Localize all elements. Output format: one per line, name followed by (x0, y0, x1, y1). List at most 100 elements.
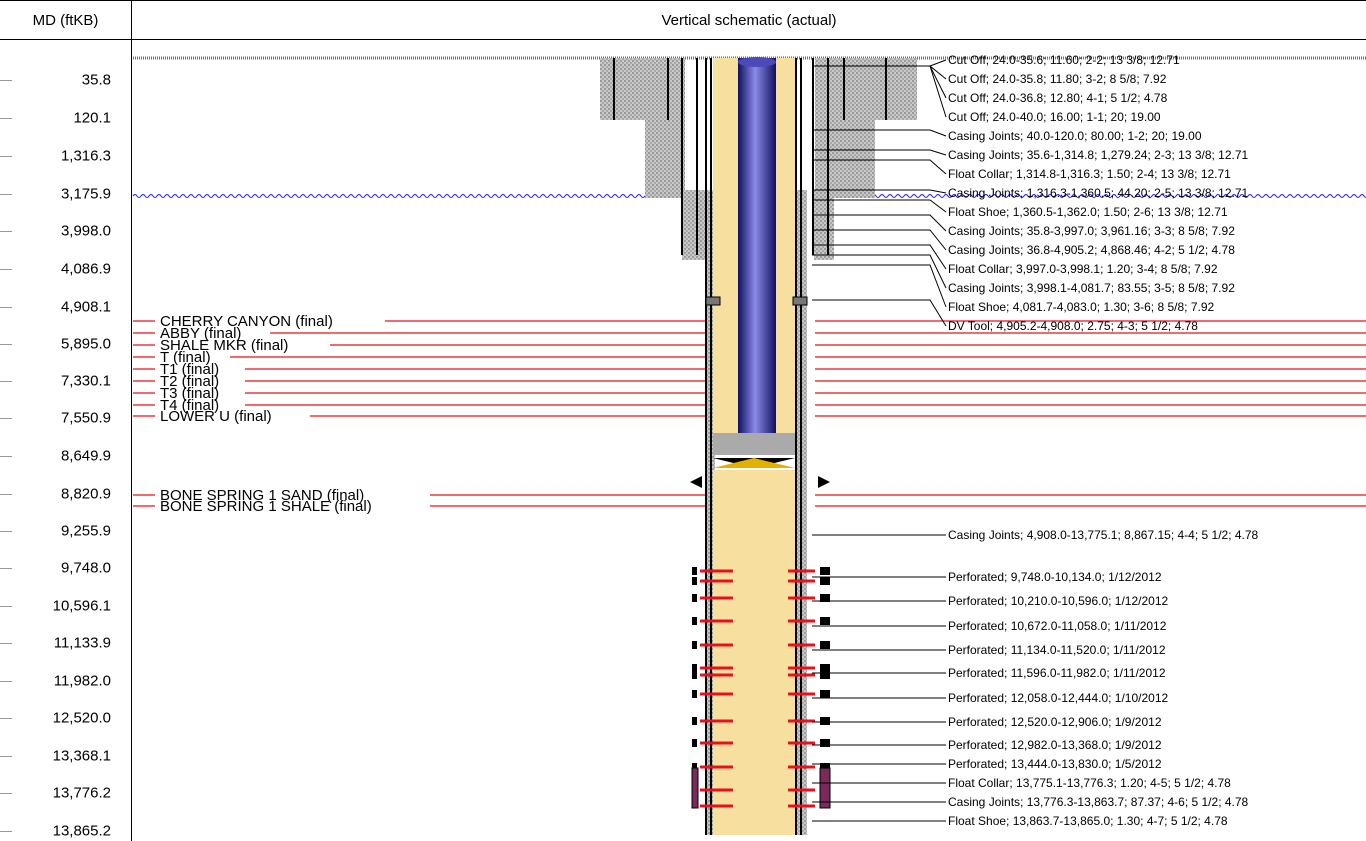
schematic-title: Vertical schematic (actual) (132, 0, 1366, 40)
annotation-leader (812, 129, 947, 137)
formation-label: T3 (final) (160, 385, 219, 402)
float-collar-left (691, 767, 699, 809)
annotation-label: Perforated; 11,134.0-11,520.0; 1/11/2012 (948, 643, 1166, 657)
annotation-leader (812, 149, 947, 156)
depth-label: 9,748.0 (60, 559, 111, 577)
depth-tick (0, 118, 12, 119)
water-level-line (831, 194, 1366, 198)
annotation-label: Perforated; 12,982.0-13,368.0; 1/9/2012 (948, 738, 1162, 752)
annotation-label: Perforated; 10,672.0-11,058.0; 1/11/2012 (948, 619, 1167, 633)
perf-shot-right (820, 577, 830, 585)
formation-label: SHALE MKR (final) (160, 337, 288, 354)
depth-tick (0, 80, 12, 81)
annotation-leader (812, 264, 947, 308)
depth-tick (0, 231, 12, 232)
annotation-label: Float Shoe; 13,863.7-13,865.0; 1.30; 4-7… (948, 814, 1228, 828)
perf-shot-left (692, 763, 697, 771)
annotation-leader (812, 299, 947, 327)
md-column-header: MD (ftKB) (0, 0, 132, 40)
depth-tick (0, 418, 12, 419)
depth-tick (0, 718, 12, 719)
perf-shot-right (820, 671, 830, 679)
production-tubing (738, 58, 776, 433)
perf-shot-right (820, 664, 830, 672)
annotation-leader (812, 189, 947, 194)
annotation-label: Casing Joints; 3,998.1-4,081.7; 83.55; 3… (948, 281, 1235, 295)
annotation-leader (812, 65, 947, 118)
perf-shot-right (820, 763, 830, 771)
formation-label: T (final) (160, 349, 211, 366)
depth-tick (0, 606, 12, 607)
depth-label: 10,596.1 (52, 597, 111, 615)
depth-tick (0, 307, 12, 308)
formation-label: BONE SPRING 1 SHALE (final) (160, 498, 372, 515)
depth-label: 1,316.3 (60, 147, 111, 165)
annotation-label: DV Tool; 4,905.2-4,908.0; 2.75; 4-3; 5 1… (948, 319, 1198, 333)
perf-shot-right (820, 594, 830, 602)
annotation-label: Float Shoe; 4,081.7-4,083.0; 1.30; 3-6; … (948, 300, 1215, 314)
depth-label: 12,520.0 (52, 709, 111, 727)
perf-shot-right (820, 739, 830, 747)
depth-label: 8,649.9 (60, 447, 111, 465)
annotation-leader (812, 199, 947, 213)
depth-label: 4,086.9 (60, 260, 111, 278)
annotation-label: Perforated; 9,748.0-10,134.0; 1/12/2012 (948, 570, 1162, 584)
formation-label: CHERRY CANYON (final) (160, 313, 333, 330)
perf-shot-left (692, 617, 697, 625)
perf-shot-left (692, 739, 697, 747)
depth-label: 35.8 (81, 71, 111, 89)
depth-tick (0, 756, 12, 757)
formation-label: T4 (final) (160, 397, 219, 414)
perf-shot-right (820, 567, 830, 575)
tubing-top (738, 57, 776, 67)
annotation-label: Cut Off; 24.0-40.0; 16.00; 1-1; 20; 19.0… (948, 110, 1161, 124)
annotation-label: Casing Joints; 13,776.3-13,863.7; 87.37;… (948, 795, 1249, 809)
depth-label: 13,776.2 (52, 784, 111, 802)
formation-label: T1 (final) (160, 361, 219, 378)
annotation-label: Perforated; 11,596.0-11,982.0; 1/11/2012 (948, 666, 1166, 680)
packer-element (713, 458, 795, 468)
perf-shot-left (692, 594, 697, 602)
depth-tick (0, 831, 12, 832)
formation-label: ABBY (final) (160, 325, 241, 342)
perf-shot-left (692, 641, 697, 649)
annotation-label: Perforated; 12,520.0-12,906.0; 1/9/2012 (948, 715, 1162, 729)
packer-arrow-left (690, 476, 702, 488)
annotation-label: Casing Joints; 40.0-120.0; 80.00; 1-2; 2… (948, 129, 1202, 143)
depth-tick (0, 456, 12, 457)
depth-label: 9,255.9 (60, 522, 111, 540)
perf-shot-right (820, 641, 830, 649)
depth-label: 5,895.0 (60, 335, 111, 353)
perf-shot-left (692, 717, 697, 725)
annotation-leader (812, 159, 947, 175)
depth-label: 11,133.9 (53, 634, 111, 652)
perf-shot-left (692, 671, 697, 679)
depth-tick (0, 156, 12, 157)
formation-label: BONE SPRING 1 SAND (final) (160, 487, 364, 504)
annotation-label: Cut Off; 24.0-36.8; 12.80; 4-1; 5 1/2; 4… (948, 91, 1168, 105)
float-collar-right (819, 767, 831, 809)
annotation-label: Float Collar; 13,775.1-13,776.3; 1.20; 4… (948, 776, 1231, 790)
annotation-leader (812, 254, 947, 289)
annotation-label: Float Collar; 3,997.0-3,998.1; 1.20; 3-4… (948, 262, 1218, 276)
depth-label: 7,330.1 (60, 372, 111, 390)
depth-tick (0, 643, 12, 644)
annotation-label: Perforated; 10,210.0-10,596.0; 1/12/2012 (948, 594, 1168, 608)
depth-label: 3,998.0 (60, 222, 111, 240)
annotation-label: Perforated; 13,444.0-13,830.0; 1/5/2012 (948, 757, 1162, 771)
annotation-label: Casing Joints; 4,908.0-13,775.1; 8,867.1… (948, 528, 1259, 542)
annotation-label: Casing Joints; 36.8-4,905.2; 4,868.46; 4… (948, 243, 1235, 257)
perf-shot-right (820, 717, 830, 725)
cement-block (682, 190, 706, 260)
depth-label: 4,908.1 (60, 298, 111, 316)
dv-tool (705, 296, 721, 306)
depth-label: 13,368.1 (52, 747, 111, 765)
perf-shot-left (692, 664, 697, 672)
depth-tick (0, 568, 12, 569)
depth-tick (0, 681, 12, 682)
perf-shot-right (820, 690, 830, 698)
packer-arrow-right (818, 476, 830, 488)
